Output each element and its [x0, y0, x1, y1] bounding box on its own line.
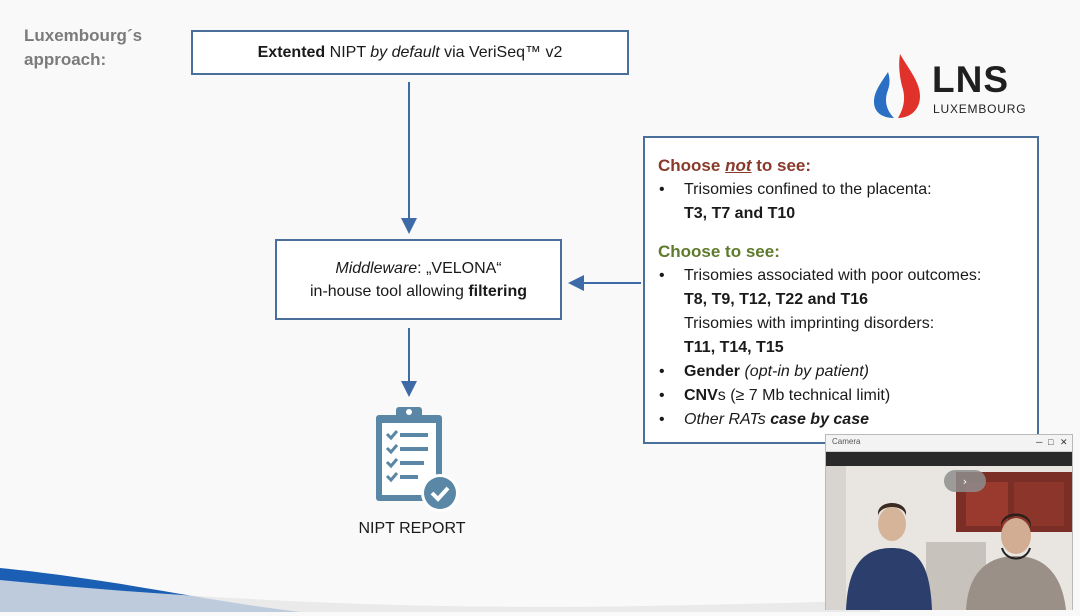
verisq-italic: by default — [370, 43, 440, 61]
choose-item-gender: Gender (opt-in by patient) — [658, 360, 1037, 384]
camera-title: Camera — [832, 437, 861, 446]
middleware-box: Middleware: „VELONA“ in-house tool allow… — [275, 239, 562, 320]
choose-not-item-detail: T3, T7 and T10 — [684, 205, 796, 222]
poor-outcomes-detail: T8, T9, T12, T22 and T16 — [684, 291, 869, 308]
svg-text:›: › — [963, 475, 967, 488]
other-bold-italic: case by case — [770, 411, 869, 428]
choose-not-heading: Choose not to see: — [658, 154, 1037, 178]
approach-title-line2: approach: — [24, 50, 107, 69]
minimize-icon[interactable]: ─ — [1036, 437, 1043, 447]
camera-window[interactable]: Camera ─ □ ✕ › — [825, 434, 1073, 610]
cnv-bold: CNV — [684, 387, 718, 404]
lns-logo: LNS LUXEMBOURG — [870, 52, 1026, 122]
middleware-line2-text: in-house tool allowing — [310, 282, 469, 300]
options-box: Choose not to see: Trisomies confined to… — [643, 136, 1039, 444]
choose-not-emph: not — [725, 156, 752, 175]
gender-bold: Gender — [684, 363, 741, 380]
close-icon[interactable]: ✕ — [1060, 437, 1068, 447]
lns-logo-name: LNS — [932, 59, 1009, 100]
choose-not-list: Trisomies confined to the placenta: T3, … — [658, 178, 1037, 226]
gender-italic: (opt-in by patient) — [740, 363, 869, 380]
middleware-italic: Middleware — [335, 259, 418, 277]
decorative-wave — [0, 568, 880, 612]
choose-list: Trisomies associated with poor outcomes:… — [658, 264, 1037, 432]
maximize-icon[interactable]: □ — [1048, 437, 1054, 447]
verisq-text2: via VeriSeq™ v2 — [439, 43, 563, 61]
imprinting-detail: T11, T14, T15 — [684, 339, 784, 356]
verisq-text1: NIPT — [325, 43, 371, 61]
lns-logo-country: LUXEMBOURG — [933, 102, 1027, 116]
choose-not-item-text: Trisomies confined to the placenta: — [684, 181, 932, 198]
approach-title-line1: Luxembourg´s — [24, 26, 143, 45]
choose-not-prefix: Choose — [658, 156, 726, 175]
poor-outcomes-text: Trisomies associated with poor outcomes: — [684, 267, 982, 284]
middleware-line2-bold: filtering — [468, 282, 527, 300]
choose-item-other-rats: Other RATs case by case — [658, 408, 1037, 432]
imprinting-text: Trisomies with imprinting disorders: — [684, 315, 935, 332]
lns-drop-icon — [874, 54, 920, 118]
camera-titlebar[interactable]: Camera ─ □ ✕ — [826, 435, 1072, 452]
middleware-text1: : „VELONA“ — [417, 259, 502, 277]
camera-video-feed: › — [826, 452, 1072, 610]
choose-not-item: Trisomies confined to the placenta: T3, … — [658, 178, 1037, 226]
verisq-box: Extented NIPT by default via VeriSeq™ v2 — [191, 30, 629, 75]
choose-not-suffix: to see: — [751, 156, 812, 175]
middleware-line1: Middleware: „VELONA“ — [335, 257, 501, 280]
report-label: NIPT REPORT — [358, 520, 466, 537]
other-italic: Other RATs — [684, 411, 771, 428]
clipboard-check-icon — [376, 407, 459, 512]
verisq-bold: Extented — [257, 43, 326, 61]
video-frame: › — [826, 452, 1072, 610]
middleware-line2: in-house tool allowing filtering — [310, 280, 527, 303]
approach-title: Luxembourg´s approach: — [24, 24, 142, 72]
cnv-text: s (≥ 7 Mb technical limit) — [717, 387, 891, 404]
choose-item-cnv: CNVs (≥ 7 Mb technical limit) — [658, 384, 1037, 408]
choose-heading: Choose to see: — [658, 242, 780, 261]
choose-item-poor-outcomes: Trisomies associated with poor outcomes:… — [658, 264, 1037, 360]
